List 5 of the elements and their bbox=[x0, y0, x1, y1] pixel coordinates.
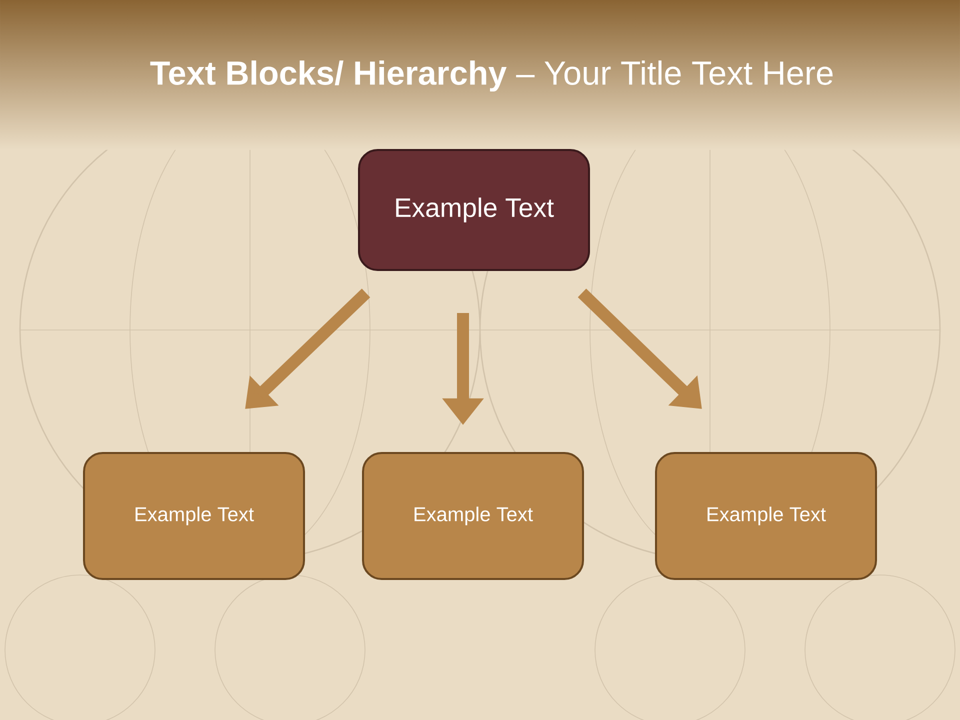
title: Text Blocks/ Hierarchy – Your Title Text Here bbox=[150, 60, 833, 92]
text-box: Example Text bbox=[655, 452, 877, 580]
title-box: Example Text bbox=[358, 149, 590, 271]
text-box: Example Text bbox=[83, 452, 305, 580]
text-box: Example Text bbox=[362, 452, 584, 580]
